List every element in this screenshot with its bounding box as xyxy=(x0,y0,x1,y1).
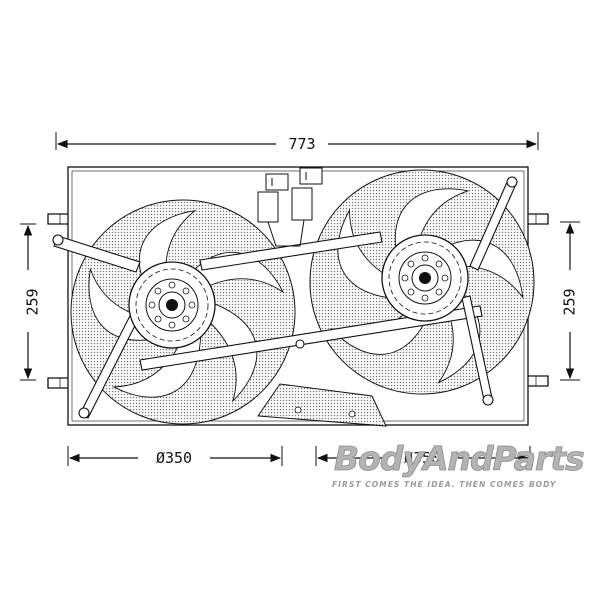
dimension-height-right: 259 xyxy=(560,221,580,381)
height-left-label: 259 xyxy=(24,288,42,315)
watermark-logo: BodyAndParts FIRST COMES THE IDEA. THEN … xyxy=(332,439,585,489)
dimension-overall-width: 773 xyxy=(55,132,539,153)
fan-left-diameter-label: Ø350 xyxy=(156,449,192,467)
watermark-tagline: FIRST COMES THE IDEA. THEN COMES BODY xyxy=(332,480,557,489)
watermark-brand: BodyAndParts xyxy=(334,439,584,478)
dimension-fan-right-diameter: Ø350 xyxy=(315,446,531,467)
lower-bracket xyxy=(257,383,387,427)
fan-right-diameter-label: Ø350 xyxy=(404,449,440,467)
support-struts xyxy=(52,176,518,419)
connector-plugs xyxy=(257,167,323,247)
height-right-label: 259 xyxy=(561,288,579,315)
right-motor-hub xyxy=(381,234,469,322)
dimension-fan-left-diameter: Ø350 xyxy=(67,446,283,467)
overall-width-label: 773 xyxy=(288,135,315,153)
dimension-height-left: 259 xyxy=(20,223,42,381)
left-motor-hub xyxy=(128,261,216,349)
